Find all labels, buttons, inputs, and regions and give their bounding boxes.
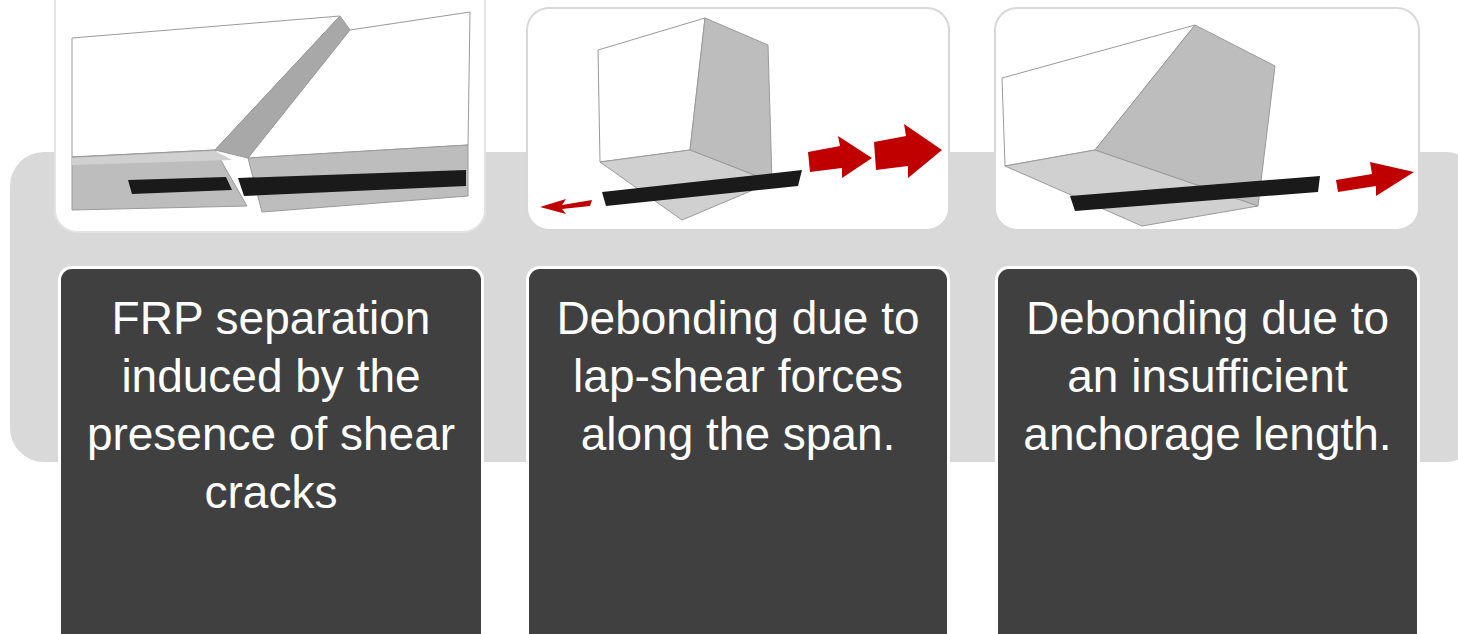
illustration-panel (995, 8, 1419, 230)
caption-box: Debonding due to an insufficient anchora… (995, 266, 1420, 634)
force-arrow (808, 136, 872, 178)
frp-strip (128, 177, 232, 194)
frp-strip (1070, 176, 1320, 211)
force-arrow (540, 199, 592, 214)
caption-box: Debonding due to lap-shear forces along … (526, 266, 950, 634)
caption-text: Debonding due to lap-shear forces along … (547, 289, 929, 463)
illustration-panel (527, 8, 949, 230)
force-arrow (874, 124, 942, 178)
caption-text: FRP separation induced by the presence o… (79, 289, 463, 521)
illustration-panel (55, 0, 485, 232)
cracked-beam (72, 12, 470, 212)
frp-strip (238, 170, 466, 196)
frp-strip (602, 170, 802, 206)
force-arrow (1336, 162, 1414, 196)
caption-box: FRP separation induced by the presence o… (58, 266, 484, 634)
caption-text: Debonding due to an insufficient anchora… (1016, 289, 1399, 463)
